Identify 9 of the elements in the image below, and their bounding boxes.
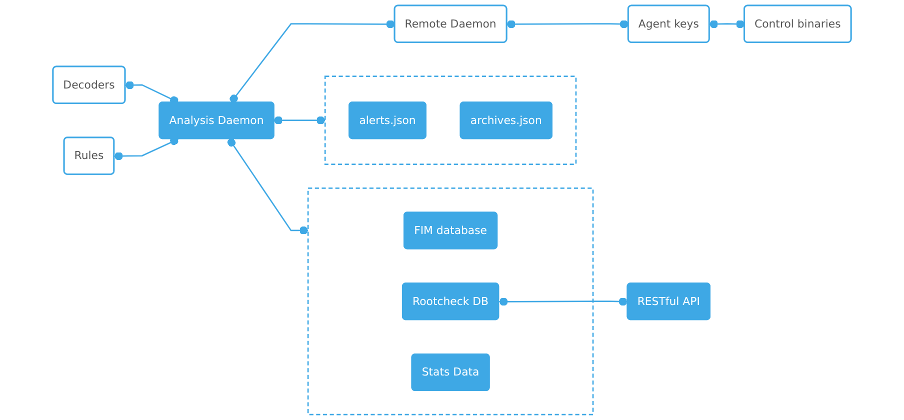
connector [230, 20, 395, 103]
cluster [324, 76, 577, 165]
connector [499, 298, 628, 306]
connector [114, 136, 178, 160]
connector [227, 138, 308, 235]
connector [274, 116, 326, 124]
cluster [307, 188, 594, 416]
connector [506, 20, 628, 28]
connector [709, 20, 745, 28]
